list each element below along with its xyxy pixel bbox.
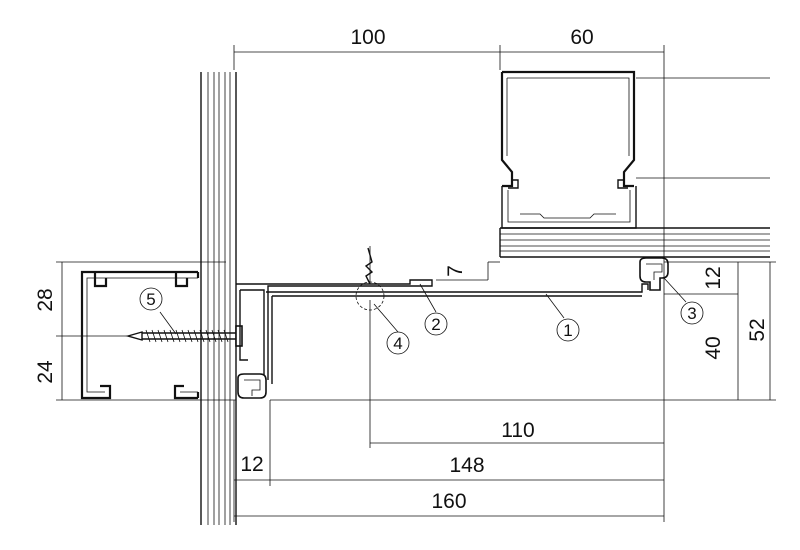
gaskets [237, 257, 669, 399]
callout-4: 4 [386, 331, 410, 355]
dim-24: 24 [34, 360, 57, 384]
callout-3: 3 [680, 301, 704, 325]
callout-5: 5 [139, 287, 163, 311]
dim-28: 28 [34, 288, 57, 311]
dim-100: 100 [350, 26, 385, 49]
dim-12-bottom: 12 [240, 453, 263, 476]
dim-148: 148 [449, 454, 484, 477]
svg-text:2: 2 [431, 315, 440, 334]
screw [125, 325, 243, 347]
dim-40: 40 [702, 336, 725, 359]
right-top-component [500, 70, 770, 229]
dim-60: 60 [570, 26, 593, 49]
svg-text:1: 1 [563, 321, 572, 340]
dim-110: 110 [501, 419, 534, 442]
wall-layers [200, 72, 237, 525]
dim-160: 160 [431, 490, 466, 513]
dimension-lines [56, 45, 776, 522]
callout-2: 2 [424, 312, 448, 336]
right-beam-layers [499, 227, 770, 258]
callout-1: 1 [556, 318, 580, 342]
svg-text:4: 4 [393, 334, 402, 353]
bracket-profiles [236, 279, 649, 384]
dim-7: 7 [444, 265, 467, 277]
dim-52: 52 [746, 318, 769, 341]
left-c-channel [80, 270, 200, 400]
svg-text:5: 5 [146, 290, 155, 309]
dim-12-right: 12 [702, 266, 725, 289]
leader-lines [159, 277, 687, 335]
svg-text:3: 3 [687, 304, 696, 323]
